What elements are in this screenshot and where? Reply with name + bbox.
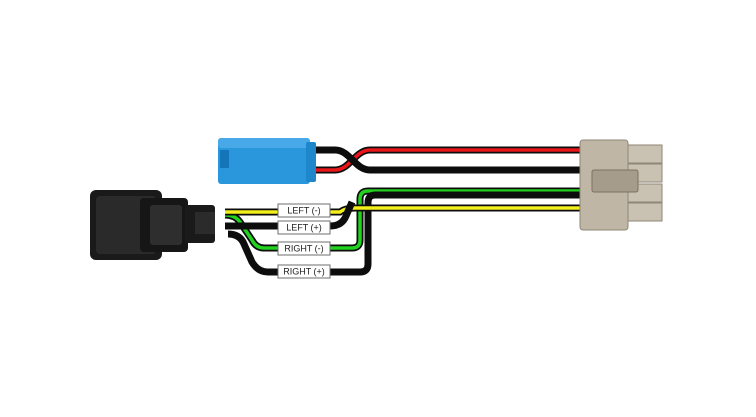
blue-bullet-connector bbox=[218, 138, 316, 184]
wire-label-right-plus: RIGHT (+) bbox=[277, 264, 331, 279]
black-wire-upper bbox=[312, 146, 589, 174]
green-wire-main bbox=[224, 187, 585, 252]
four-pin-beige-connector bbox=[579, 139, 663, 231]
label-right-plus-text: RIGHT (+) bbox=[283, 267, 325, 277]
black-automotive-connector bbox=[90, 190, 215, 260]
label-left-plus-text: LEFT (+) bbox=[286, 223, 322, 233]
upper-wire-bundle bbox=[312, 146, 589, 174]
black-wire-right-plus bbox=[227, 191, 585, 276]
label-left-minus-text: LEFT (-) bbox=[287, 206, 320, 216]
wire-label-left-minus: LEFT (-) bbox=[277, 203, 331, 218]
wire-label-right-minus: RIGHT (-) bbox=[277, 241, 331, 256]
label-right-minus-text: RIGHT (-) bbox=[284, 244, 323, 254]
wire-label-left-plus: LEFT (+) bbox=[277, 220, 331, 235]
